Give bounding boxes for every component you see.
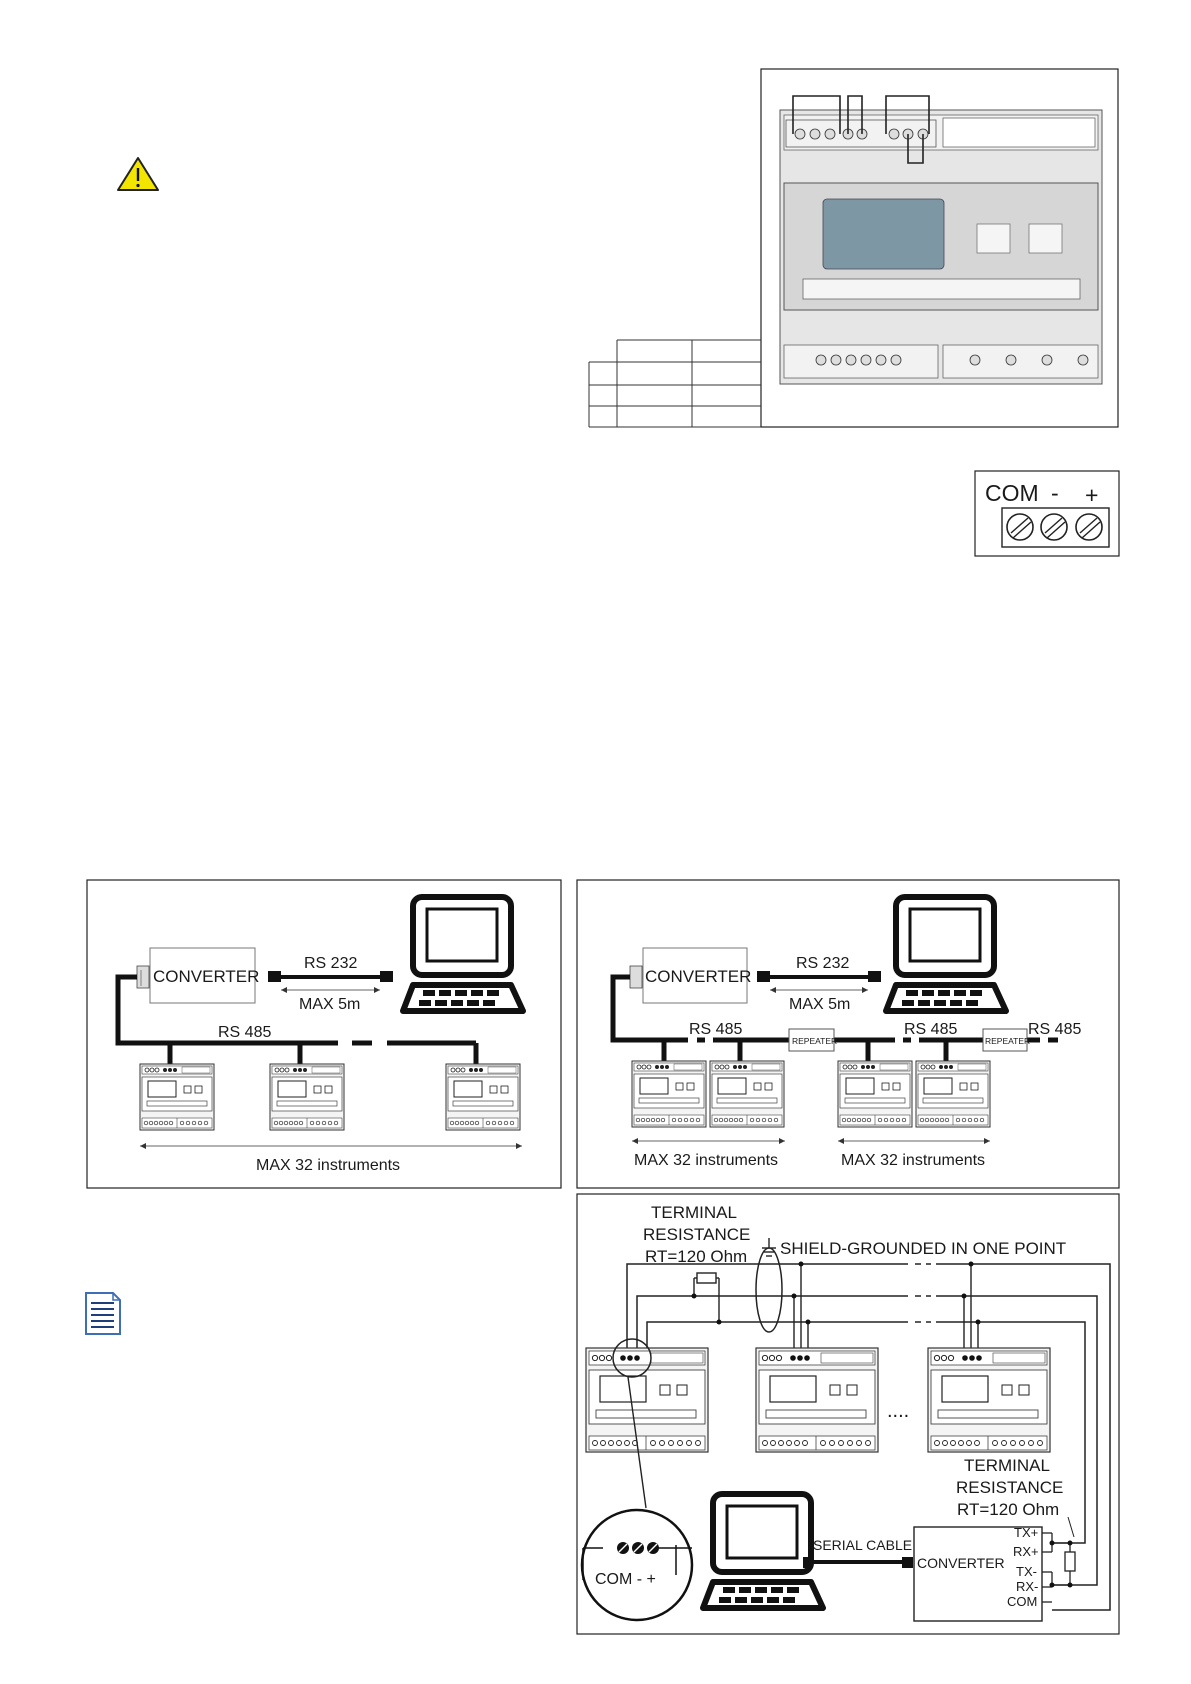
max32-label-b: MAX 32 instruments (841, 1152, 985, 1169)
max32-label-a: MAX 32 instruments (634, 1152, 778, 1169)
minus-label: - (1051, 480, 1059, 506)
max32-label: MAX 32 instruments (256, 1157, 400, 1174)
rx-minus-label: RX- (1016, 1579, 1038, 1594)
wiring-instrument-1 (585, 1347, 709, 1453)
rs485-repeater-diagram: CONVERTER RS 232 MAX 5m RS 485 RS 485 RS… (576, 879, 1120, 1189)
term-res-top-line3: RT=120 Ohm (645, 1247, 747, 1266)
repeater-label-2: REPEATER (985, 1036, 1030, 1046)
instrument-n (445, 1063, 521, 1131)
instrument-1 (139, 1063, 215, 1131)
com-label: COM (1007, 1594, 1037, 1609)
term-res-top-line2: RESISTANCE (643, 1225, 750, 1244)
device-front-drawing (760, 68, 1119, 428)
tx-minus-label: TX- (1016, 1564, 1037, 1579)
rs485-wiring-diagram: TERMINAL RESISTANCE RT=120 Ohm SHIELD-GR… (576, 1193, 1120, 1635)
pc-icon (403, 897, 523, 1011)
max5m-label: MAX 5m (299, 996, 360, 1013)
rx-plus-label: RX+ (1013, 1544, 1039, 1559)
shield-label: SHIELD-GROUNDED IN ONE POINT (780, 1239, 1066, 1258)
zoom-detail: COM - + (580, 1508, 694, 1622)
note-icon (85, 1292, 121, 1335)
zoom-marker (612, 1338, 652, 1378)
term-res-bottom-line3: RT=120 Ohm (957, 1500, 1059, 1519)
com-label: COM (985, 480, 1039, 506)
rs232-label: RS 232 (796, 955, 849, 972)
repeater-label-1: REPEATER (792, 1036, 837, 1046)
more-instruments-dots: .... (887, 1400, 909, 1422)
wiring-instrument-n (927, 1347, 1051, 1453)
rs232-label: RS 232 (304, 955, 357, 972)
instrument-2 (269, 1063, 345, 1131)
wiring-instrument-2 (755, 1347, 879, 1453)
term-res-bottom-line1: TERMINAL (964, 1456, 1050, 1475)
tx-plus-label: TX+ (1014, 1525, 1038, 1540)
warning-icon (117, 157, 159, 191)
com-terminal-block: COM - + (974, 470, 1120, 557)
serial-cable-label: SERIAL CABLE (813, 1537, 912, 1553)
rs485-single-bus-diagram: CONVERTER RS 232 MAX 5m RS 485 MAX 32 in… (86, 879, 562, 1189)
bottom-terminal-screws (815, 354, 1089, 366)
pc-icon (886, 897, 1006, 1011)
instrument-a2 (709, 1060, 785, 1128)
rs485-label-3: RS 485 (1028, 1021, 1081, 1038)
converter-label: CONVERTER (153, 967, 259, 986)
rs485-label-1: RS 485 (689, 1021, 742, 1038)
instrument-b2 (915, 1060, 991, 1128)
plus-label: + (1085, 482, 1098, 508)
pc-icon (703, 1494, 823, 1608)
converter-terminal (629, 965, 643, 989)
terminal-resistor-bottom (1049, 1516, 1076, 1588)
max5m-label: MAX 5m (789, 996, 850, 1013)
term-res-top-line1: TERMINAL (651, 1203, 737, 1222)
terminal-resistor-top (691, 1272, 722, 1325)
rs485-label-2: RS 485 (904, 1021, 957, 1038)
term-res-bottom-line2: RESISTANCE (956, 1478, 1063, 1497)
converter-terminal (136, 965, 150, 989)
converter-label: CONVERTER (917, 1555, 1005, 1571)
converter-label: CONVERTER (645, 967, 751, 986)
instrument-b1 (837, 1060, 913, 1128)
zoom-com-label: COM - + (595, 1571, 656, 1588)
rs485-label: RS 485 (218, 1024, 271, 1041)
shield-ellipse (755, 1247, 783, 1333)
wiring-table (588, 339, 761, 428)
instrument-a1 (631, 1060, 707, 1128)
converter-box (913, 1526, 1043, 1622)
